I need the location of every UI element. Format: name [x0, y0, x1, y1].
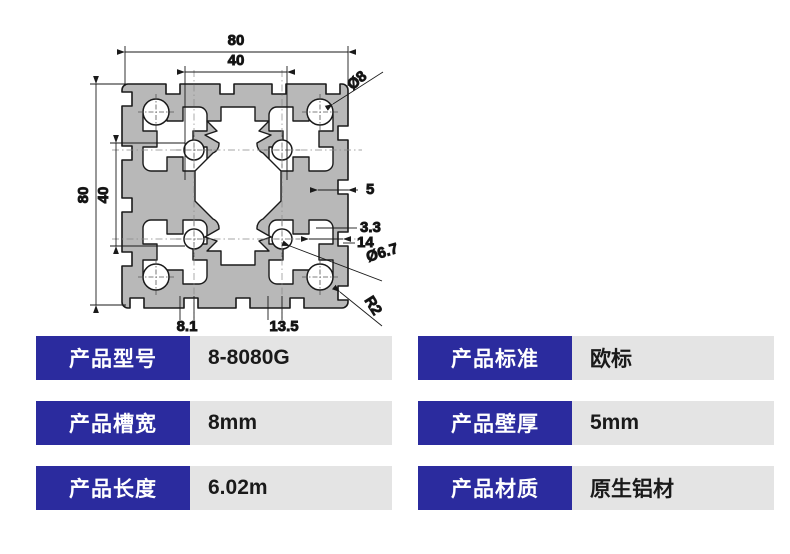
dim-label-corner-radius: R2	[361, 293, 386, 318]
dim-height-40	[110, 135, 185, 254]
spec-label: 产品槽宽	[36, 401, 190, 445]
spec-row: 产品壁厚 5mm	[418, 401, 774, 445]
spec-label: 产品标准	[418, 336, 572, 380]
dim-inner-bore	[281, 240, 383, 282]
spec-label: 产品壁厚	[418, 401, 572, 445]
technical-drawing-panel: 80 40 80 40	[74, 31, 401, 336]
spec-row: 产品材质 原生铝材	[418, 466, 774, 510]
spec-column-right: 产品标准 欧标 产品壁厚 5mm 产品材质 原生铝材	[418, 336, 774, 531]
dim-height-80	[90, 76, 126, 313]
spec-value: 5mm	[572, 401, 774, 445]
spec-value: 8mm	[190, 401, 392, 445]
profile-cross-section-drawing: 80 40 80 40	[75, 32, 401, 336]
central-void	[194, 106, 282, 266]
spec-value: 6.02m	[190, 466, 392, 510]
spec-column-left: 产品型号 8-8080G 产品槽宽 8mm 产品长度 6.02m	[36, 336, 392, 531]
spec-value: 原生铝材	[572, 466, 774, 510]
dim-label-slot-opening: 8.1	[177, 318, 198, 335]
dim-slot-opening	[179, 296, 195, 320]
dim-label-slot-throat: 3.3	[360, 219, 381, 236]
spec-row: 产品长度 6.02m	[36, 466, 392, 510]
dim-label-slot-width-14: 14	[357, 234, 374, 251]
dim-label-height-40: 40	[95, 187, 112, 204]
dim-label-slot-pitch: 13.5	[269, 318, 298, 335]
dim-label-width-80: 80	[228, 32, 245, 49]
spec-label: 产品型号	[36, 336, 190, 380]
spec-row: 产品槽宽 8mm	[36, 401, 392, 445]
profile-body	[112, 70, 362, 318]
spec-row: 产品型号 8-8080G	[36, 336, 392, 380]
product-spec-table: 产品型号 8-8080G 产品槽宽 8mm 产品长度 6.02m 产品标准 欧标…	[0, 336, 790, 554]
dim-label-width-40: 40	[228, 52, 245, 69]
spec-value: 8-8080G	[190, 336, 392, 380]
spec-label: 产品材质	[418, 466, 572, 510]
spec-label: 产品长度	[36, 466, 190, 510]
dim-width-80	[117, 46, 356, 86]
dim-label-height-80: 80	[75, 187, 92, 204]
dim-label-wall-thickness: 5	[366, 181, 374, 198]
spec-value: 欧标	[572, 336, 774, 380]
dim-slot-pitch	[267, 296, 283, 320]
spec-row: 产品标准 欧标	[418, 336, 774, 380]
dim-corner-bore	[324, 71, 384, 111]
dim-width-40	[177, 66, 295, 180]
dim-slot-width-14	[301, 236, 355, 244]
dim-corner-radius	[331, 284, 383, 327]
